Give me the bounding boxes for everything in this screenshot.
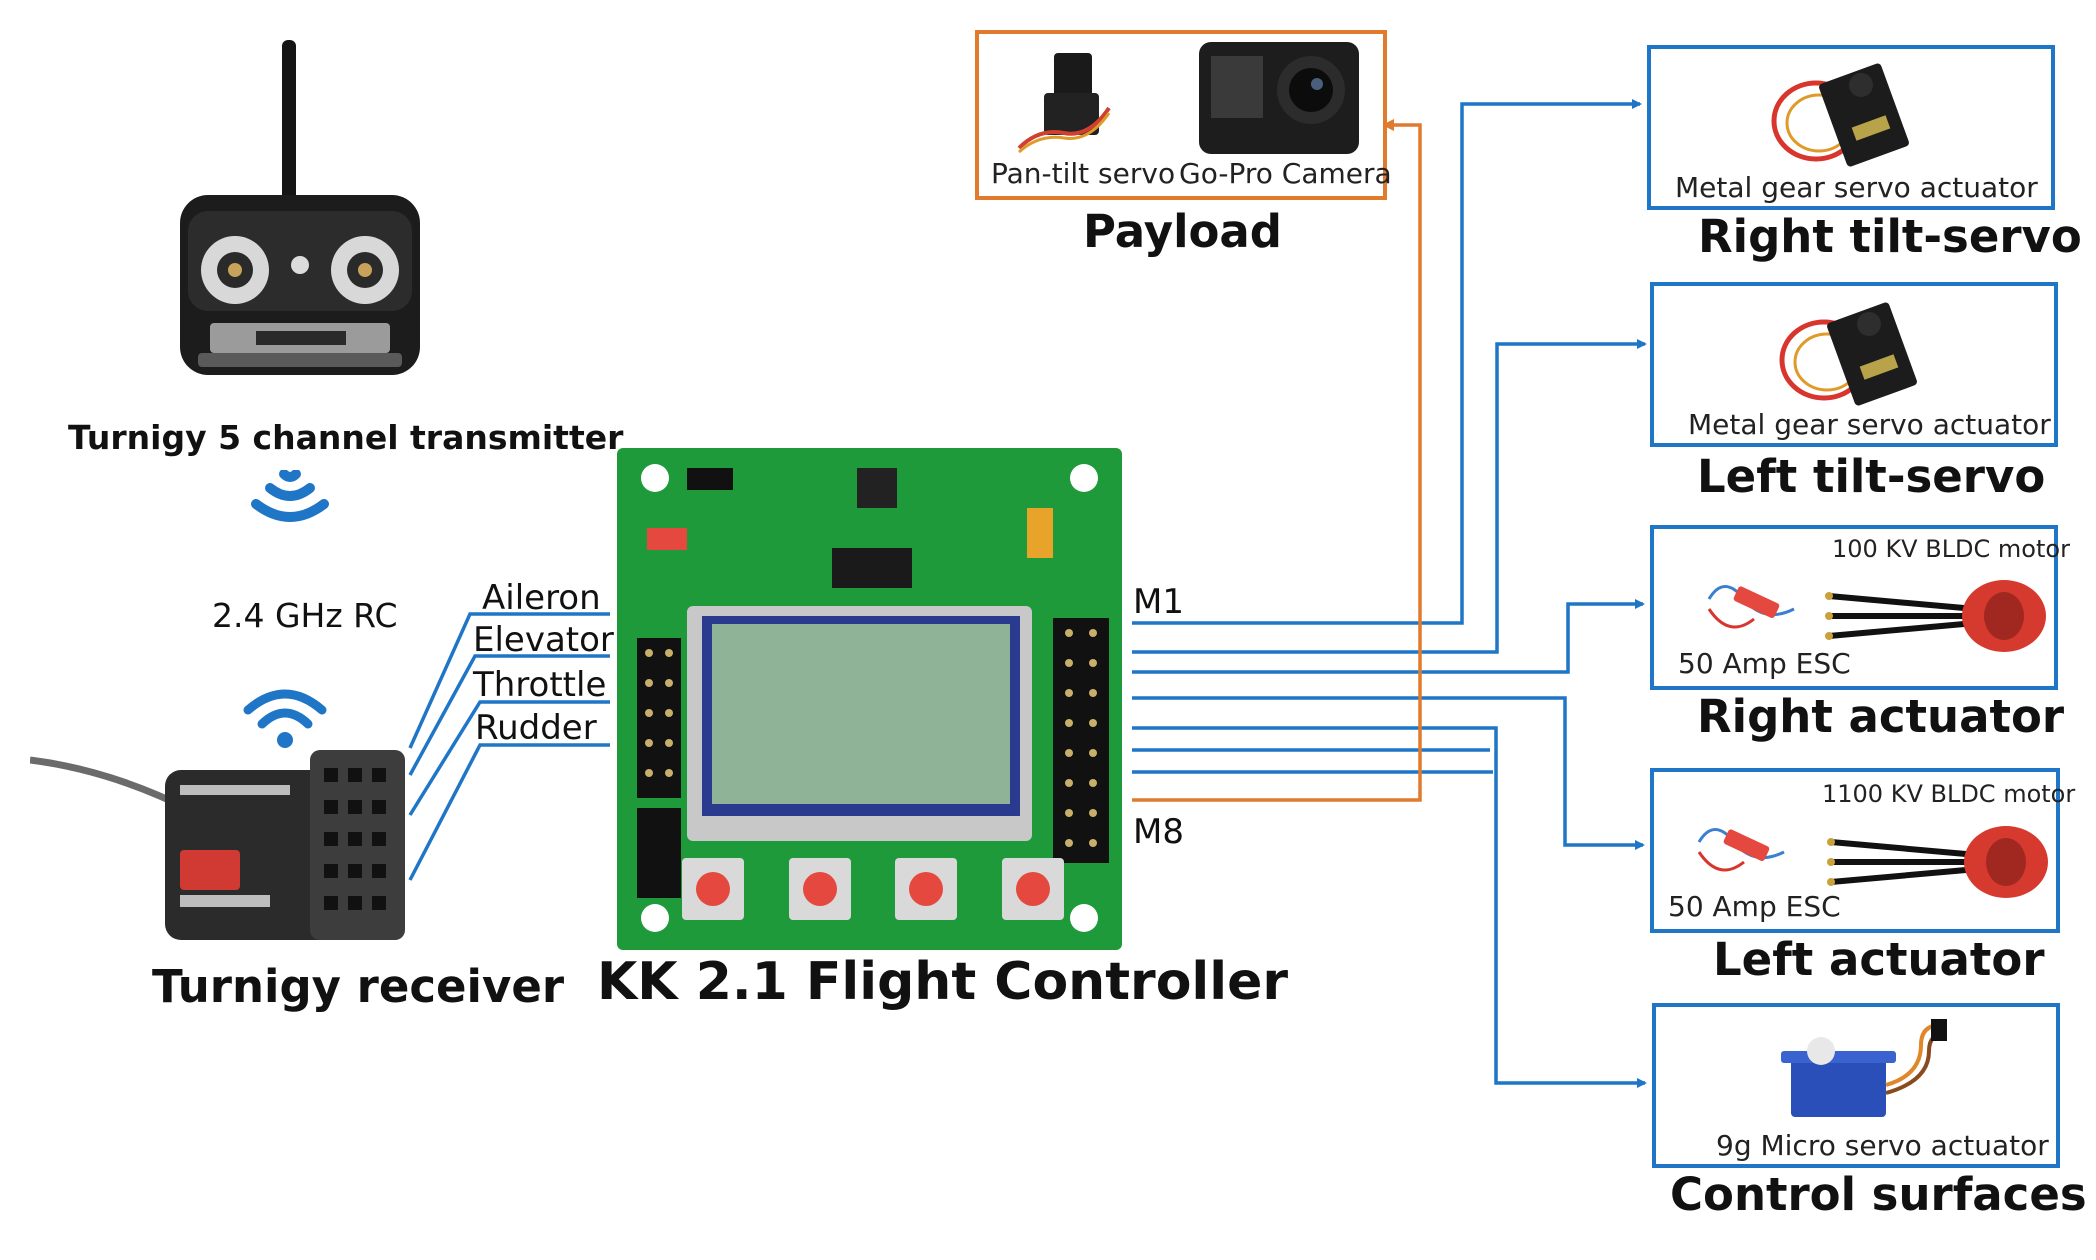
aileron-wire xyxy=(408,612,610,749)
elevator-wire xyxy=(408,654,610,776)
right-actuator-box: 100 KV BLDC motor 50 Amp ESC xyxy=(1650,525,2070,690)
left-tilt-servo-box: Metal gear servo actuator xyxy=(1650,282,2058,447)
to-left-tilt-wire xyxy=(1132,339,1647,654)
transmitter-label: Turnigy 5 channel transmitter xyxy=(68,418,624,457)
payload-title: Payload xyxy=(1083,205,1283,258)
esc-icon xyxy=(1707,585,1795,629)
left-actuator-box: 1100 KV BLDC motor 50 Amp ESC xyxy=(1650,768,2075,933)
left-actuator-esc-label: 50 Amp ESC xyxy=(1668,890,1841,923)
right-tilt-item-label: Metal gear servo actuator xyxy=(1675,171,2038,204)
rc-transmitter-icon xyxy=(180,40,420,375)
controller-label: KK 2.1 Flight Controller xyxy=(597,952,1288,1012)
channel-rudder-label: Rudder xyxy=(475,708,597,748)
to-left-actuator-wire xyxy=(1132,696,1645,850)
bldc-motor-icon xyxy=(1827,826,2048,898)
right-actuator-esc-label: 50 Amp ESC xyxy=(1678,647,1851,680)
channel-aileron-label: Aileron xyxy=(482,578,601,618)
payload-item-pan-tilt-label: Pan-tilt servo xyxy=(991,157,1176,190)
servo-icon xyxy=(1779,302,1917,406)
rc-link-label: 2.4 GHz RC xyxy=(212,596,398,635)
left-actuator-title: Left actuator xyxy=(1713,933,2045,986)
camera-icon xyxy=(1199,42,1359,154)
control-surfaces-item-label: 9g Micro servo actuator xyxy=(1716,1129,2049,1162)
servo-icon xyxy=(1771,63,1909,167)
channel-throttle-label: Throttle xyxy=(473,665,607,705)
right-tilt-title: Right tilt-servo xyxy=(1698,210,2082,263)
left-tilt-title: Left tilt-servo xyxy=(1697,450,2046,503)
right-actuator-title: Right actuator xyxy=(1697,690,2065,743)
bldc-motor-icon xyxy=(1825,580,2046,652)
right-actuator-motor-label: 100 KV BLDC motor xyxy=(1832,535,2070,563)
left-actuator-motor-label: 1100 KV BLDC motor xyxy=(1822,780,2076,808)
payload-box: Pan-tilt servo Go-Pro Camera xyxy=(975,30,1392,200)
throttle-wire xyxy=(408,700,610,816)
receiver-label: Turnigy receiver xyxy=(152,960,565,1013)
to-right-actuator-wire xyxy=(1132,599,1645,674)
channel-elevator-label: Elevator xyxy=(473,620,614,660)
wifi-signal-icon xyxy=(243,689,327,748)
wireless-waves-icon xyxy=(251,470,329,522)
control-surfaces-title: Control surfaces xyxy=(1670,1168,2087,1221)
output-m1-label: M1 xyxy=(1133,582,1184,622)
micro-servo-icon xyxy=(1781,1019,1948,1117)
m8-to-payload-wire xyxy=(1132,119,1422,802)
left-tilt-item-label: Metal gear servo actuator xyxy=(1688,408,2051,441)
output-m8-label: M8 xyxy=(1133,812,1184,852)
esc-icon xyxy=(1697,828,1785,872)
rudder-wire xyxy=(408,743,610,881)
to-control-surfaces-wire xyxy=(1132,726,1647,1088)
pan-tilt-servo-icon xyxy=(1017,53,1111,154)
right-tilt-servo-box: Metal gear servo actuator xyxy=(1647,45,2055,210)
payload-item-camera-label: Go-Pro Camera xyxy=(1179,157,1392,190)
flight-controller-board-icon xyxy=(617,448,1122,950)
m1-to-right-tilt-wire xyxy=(1132,99,1642,625)
rc-receiver-icon xyxy=(30,750,405,940)
control-surfaces-box: 9g Micro servo actuator xyxy=(1652,1003,2060,1168)
